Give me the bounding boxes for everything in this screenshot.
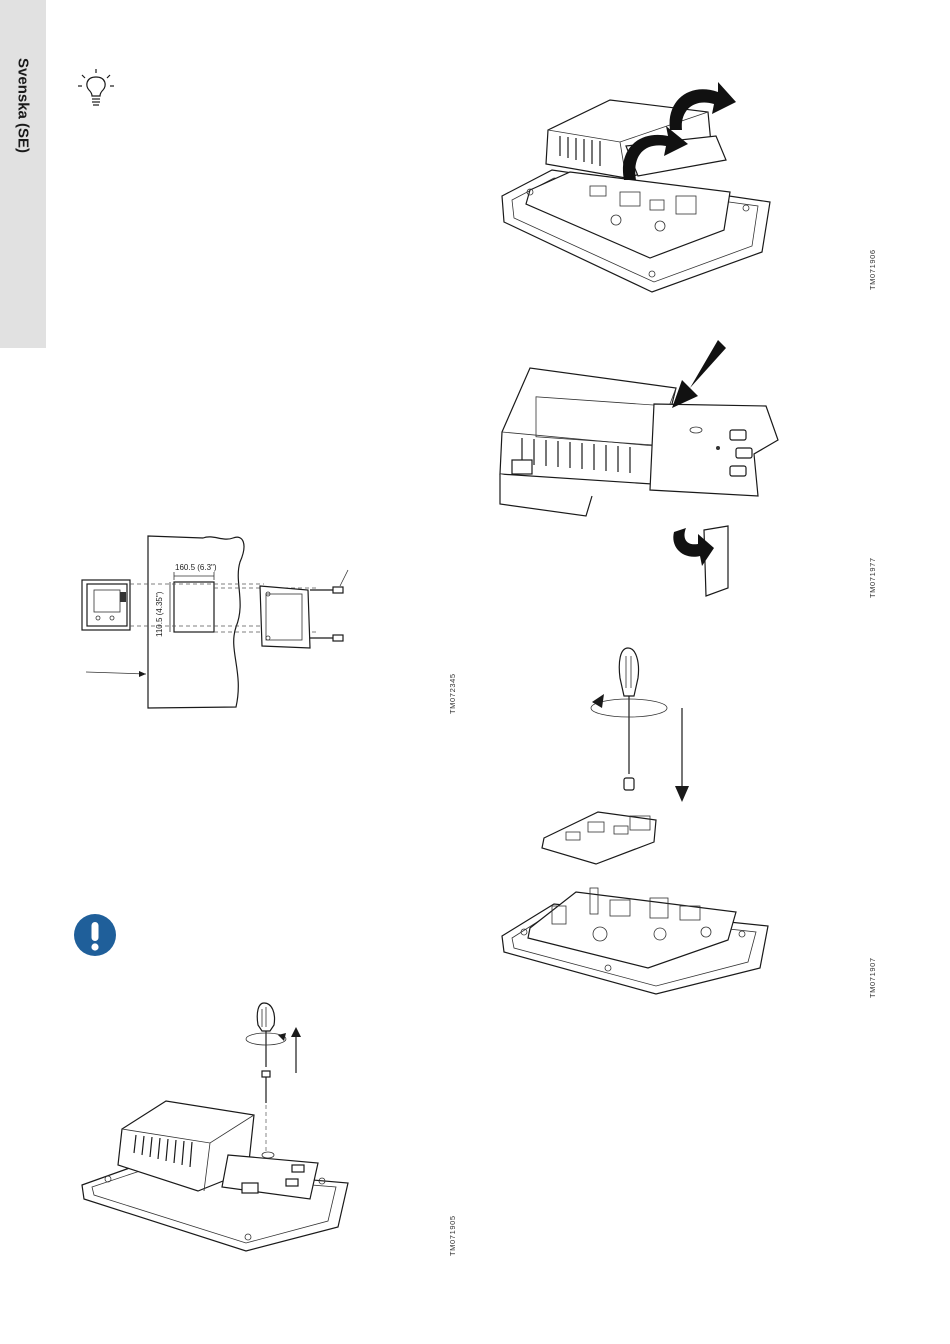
- screw-removal-figure: [78, 995, 360, 1255]
- language-tab: Svenska (SE): [0, 0, 46, 348]
- language-label: Svenska (SE): [15, 58, 32, 153]
- width-dimension-label: 160.5 (6.3"): [175, 563, 217, 572]
- panel-cutout-figure: 160.5 (6.3") 110.5 (4.35"): [78, 532, 368, 712]
- cover-removal-figure: [500, 80, 780, 296]
- figure-code-panel-cutout: TM072345: [448, 673, 457, 714]
- lightbulb-icon: [76, 68, 116, 110]
- module-mounting-figure: [500, 642, 776, 998]
- figure-code-cover-insert: TM071977: [868, 557, 877, 598]
- figure-code-screw-removal: TM071905: [448, 1215, 457, 1256]
- height-dimension-label: 110.5 (4.35"): [155, 591, 164, 637]
- exclamation-icon: [73, 913, 117, 957]
- cover-insert-figure: [496, 334, 786, 600]
- figure-code-module-mounting: TM071907: [868, 957, 877, 998]
- figure-code-cover-removal: TM071906: [868, 249, 877, 290]
